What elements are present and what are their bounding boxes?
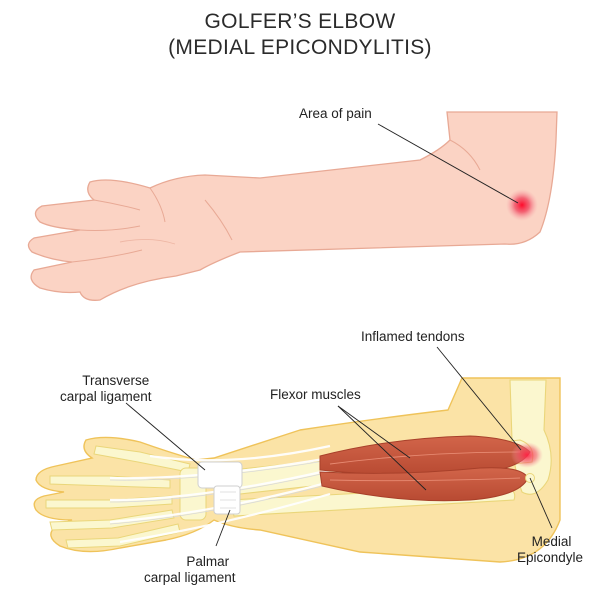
medial-epicondyle-label: Medial Epicondyle (517, 534, 584, 566)
palmar-line-2: carpal ligament (144, 570, 236, 585)
medial-line-1: Medial (531, 534, 572, 549)
title-line-1: GOLFER’S ELBOW (204, 10, 396, 33)
transverse-line-1: Transverse (82, 373, 150, 388)
transverse-carpal-ligament-label: Transverse carpal ligament (60, 373, 152, 405)
transverse-line-2: carpal ligament (60, 389, 152, 404)
transverse-leader (125, 402, 206, 471)
medial-line-2: Epicondyle (517, 550, 584, 565)
leader-lines (125, 346, 553, 547)
inflamed-tendons-label: Inflamed tendons (361, 329, 465, 344)
pain-spot (506, 189, 538, 221)
area-of-pain-leader (377, 123, 519, 204)
palmar-leader (215, 509, 231, 547)
flexor-muscles-leader-1 (337, 405, 411, 459)
title-line-2: (MEDIAL EPICONDYLITIS) (168, 36, 432, 59)
lower-arm-anatomy (33, 377, 561, 563)
flexor-muscles-leader-2 (337, 405, 427, 491)
inflamed-tendons-leader (436, 346, 522, 451)
flexor-muscles-label: Flexor muscles (270, 387, 361, 402)
upper-arm-illustration (27, 111, 558, 301)
palmar-carpal-ligament-label: Palmar carpal ligament (144, 554, 236, 586)
skin-arm (27, 111, 558, 301)
palmar-line-1: Palmar (186, 554, 230, 569)
transverse-carpal-ligament (197, 461, 243, 489)
area-of-pain-label: Area of pain (299, 106, 372, 121)
inflamed-tendons-spot (511, 442, 543, 468)
medial-leader (529, 477, 553, 529)
